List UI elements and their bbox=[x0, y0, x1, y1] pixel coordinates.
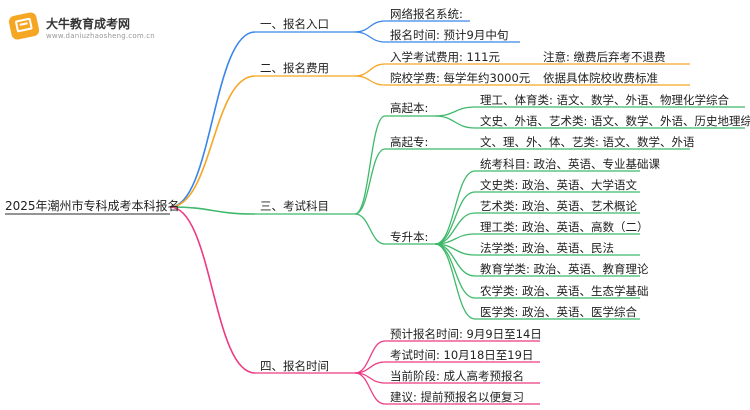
link-group3-leaf7 bbox=[434, 243, 476, 299]
leaf-arts-history: 文史、外语、艺术类: 语文、数学、外语、历史地理综合 bbox=[480, 114, 750, 128]
link-branch2-leaf2 bbox=[354, 75, 386, 86]
leaf-engineering: 理工类: 政治、英语、高数（二） bbox=[480, 220, 649, 234]
link-group1-leaf1 bbox=[434, 106, 476, 117]
leaf-art: 艺术类: 政治、英语、艺术概论 bbox=[480, 199, 638, 213]
leaf-education: 教育学类: 政治、英语、教育理论 bbox=[480, 262, 649, 276]
leaf-tuition: 院校学费: 每学年约3000元 bbox=[390, 71, 531, 85]
group-college-to-bachelor: 专升本: bbox=[390, 230, 429, 244]
link-branch1-leaf1 bbox=[354, 20, 386, 33]
link-root-branch3 bbox=[169, 206, 256, 215]
branch-exam-subjects: 三、考试科目 bbox=[260, 199, 329, 213]
link-branch3-group2 bbox=[354, 148, 386, 215]
leaf-exam-fee: 入学考试费用: 111元 bbox=[390, 50, 500, 64]
link-branch3-group3 bbox=[354, 213, 386, 245]
branch-registration-entry: 一、报名入口 bbox=[260, 17, 329, 31]
link-branch1-leaf2 bbox=[354, 31, 386, 43]
leaf-liberal-arts: 文史类: 政治、英语、大学语文 bbox=[480, 178, 638, 192]
link-root-branch1 bbox=[169, 31, 256, 208]
leaf-all-categories: 文、理、外、体、艺类: 语文、数学、外语 bbox=[480, 135, 695, 149]
note-no-refund: 注意: 缴费后弃考不退费 bbox=[543, 50, 666, 64]
leaf-unified-subjects: 统考科目: 政治、英语、专业基础课 bbox=[480, 157, 661, 171]
leaf-online-system: 网络报名系统: bbox=[390, 7, 463, 21]
link-branch4-leaf4 bbox=[354, 372, 386, 405]
leaf-current-stage: 当前阶段: 成人高考预报名 bbox=[390, 369, 525, 383]
leaf-medicine: 医学类: 政治、英语、医学综合 bbox=[480, 305, 638, 319]
link-branch2-leaf1 bbox=[354, 63, 386, 77]
root-topic: 2025年潮州市专科成考本科报名 bbox=[5, 199, 180, 213]
leaf-expected-period: 预计报名时间: 9月9日至14日 bbox=[390, 327, 542, 341]
site-logo: 大牛教育成考网 www.daniuzhaosheng.com.cn bbox=[7, 8, 160, 48]
link-group1-leaf2 bbox=[434, 115, 476, 129]
leaf-registration-period: 报名时间: 预计9月中旬 bbox=[390, 28, 509, 42]
group-high-to-bachelor: 高起本: bbox=[390, 101, 429, 115]
link-group3-leaf2 bbox=[434, 191, 476, 245]
leaf-exam-dates: 考试时间: 10月18日至19日 bbox=[390, 348, 534, 362]
logo-url: www.daniuzhaosheng.com.cn bbox=[46, 32, 155, 40]
book-icon bbox=[7, 11, 41, 41]
link-group3-leaf8 bbox=[434, 243, 476, 320]
leaf-law: 法学类: 政治、英语、民法 bbox=[480, 241, 615, 255]
branch-registration-fees: 二、报名费用 bbox=[260, 61, 329, 75]
link-root-branch2 bbox=[169, 75, 256, 208]
link-group3-leaf1 bbox=[434, 170, 476, 245]
group-high-to-college: 高起专: bbox=[390, 135, 429, 149]
leaf-science-sports: 理工、体育类: 语文、数学、外语、物理化学综合 bbox=[480, 93, 730, 107]
note-school-fee-standard: 依据具体院校收费标准 bbox=[543, 71, 658, 85]
logo-name: 大牛教育成考网 bbox=[46, 17, 131, 31]
link-root-branch4 bbox=[169, 206, 256, 374]
leaf-agriculture: 农学类: 政治、英语、生态学基础 bbox=[480, 284, 649, 298]
branch-registration-time: 四、报名时间 bbox=[260, 359, 329, 373]
leaf-advice: 建议: 提前预报名以便复习 bbox=[390, 390, 525, 404]
link-branch3-group1 bbox=[354, 115, 386, 215]
